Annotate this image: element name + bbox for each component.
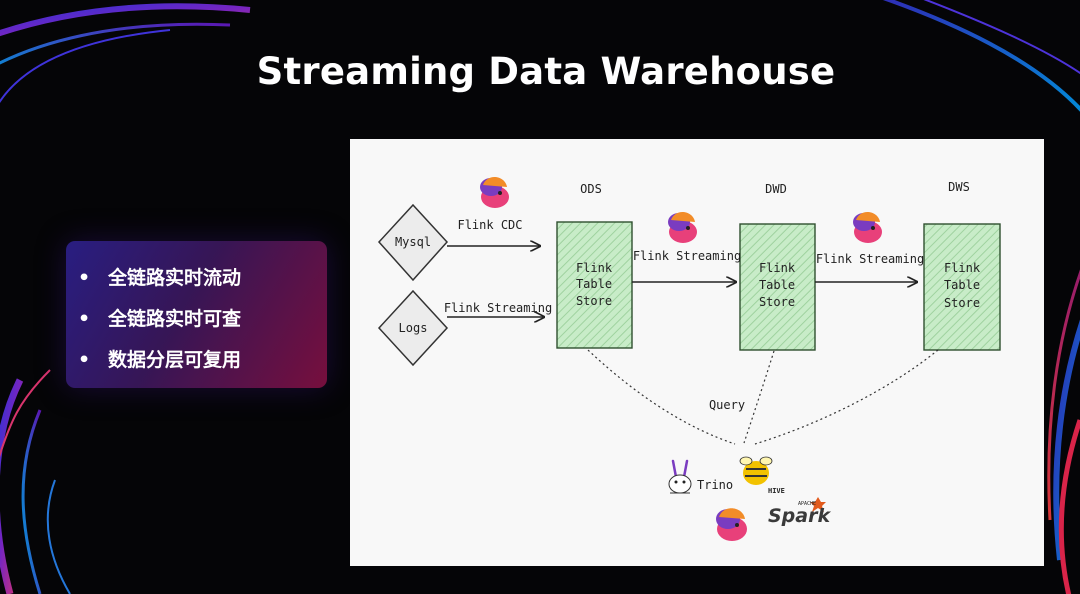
edge-label-flink-streaming: Flink Streaming [633,249,741,263]
engine-sublabel-apache: APACHE [798,501,816,507]
bullet-text: 全链路实时流动 [108,267,242,289]
flink-squirrel-icon [480,176,509,208]
source-label: Mysql [395,235,431,249]
slide-title: Streaming Data Warehouse [256,50,836,93]
flink-squirrel-icon [853,211,882,243]
bullet-text: 全链路实时可查 [108,308,242,330]
edge-label-flink-cdc: Flink CDC [457,218,522,232]
source-node-mysql: Mysql [377,203,449,282]
store-box-ods: Flink Table Store [556,221,633,349]
query-lines [587,349,939,445]
store-box-dws: Flink Table Store [923,223,1001,351]
hive-bee-icon [739,456,773,485]
layer-label-dwd: DWD [765,182,787,196]
store-label: Table [576,277,612,291]
flink-squirrel-icon [668,211,697,243]
store-label: Flink [759,261,796,275]
bullet-dot-icon: • [78,308,91,330]
bullet-text: 数据分层可复用 [108,349,242,371]
store-label: Table [944,278,980,292]
architecture-diagram: ODS DWD DWS Mysql Logs Flink CDC Flink S… [377,176,1001,541]
bullet-list-box: • 全链路实时流动 • 全链路实时可查 • 数据分层可复用 [66,241,327,388]
query-label: Query [709,398,745,412]
bullet-item-layer-reuse: • 数据分层可复用 [78,345,241,372]
engine-label-spark: Spark [768,505,831,527]
source-node-logs: Logs [377,289,449,367]
bullet-item-realtime-flow: • 全链路实时流动 [78,263,241,290]
layer-label-ods: ODS [580,182,602,196]
store-box-dwd: Flink Table Store [739,223,816,351]
store-label: Flink [576,261,613,275]
store-label: Flink [944,261,981,275]
bullet-dot-icon: • [78,349,91,371]
layer-label-dws: DWS [948,180,970,194]
flink-squirrel-icon [716,508,747,541]
store-label: Store [759,295,795,309]
edge-label-flink-streaming: Flink Streaming [444,301,552,315]
spark-star-icon [810,497,826,512]
bullet-dot-icon: • [78,267,91,289]
engine-label-trino: Trino [697,478,733,492]
source-label: Logs [399,321,428,335]
trino-bunny-icon [668,459,692,494]
store-label: Table [759,278,795,292]
diagram-panel: ODS DWD DWS Mysql Logs Flink CDC Flink S… [350,139,1044,566]
edge-label-flink-streaming: Flink Streaming [816,252,924,266]
engine-label-hive: HIVE [768,487,785,495]
store-label: Store [944,296,980,310]
store-label: Store [576,294,612,308]
bullet-item-realtime-query: • 全链路实时可查 [78,304,241,331]
